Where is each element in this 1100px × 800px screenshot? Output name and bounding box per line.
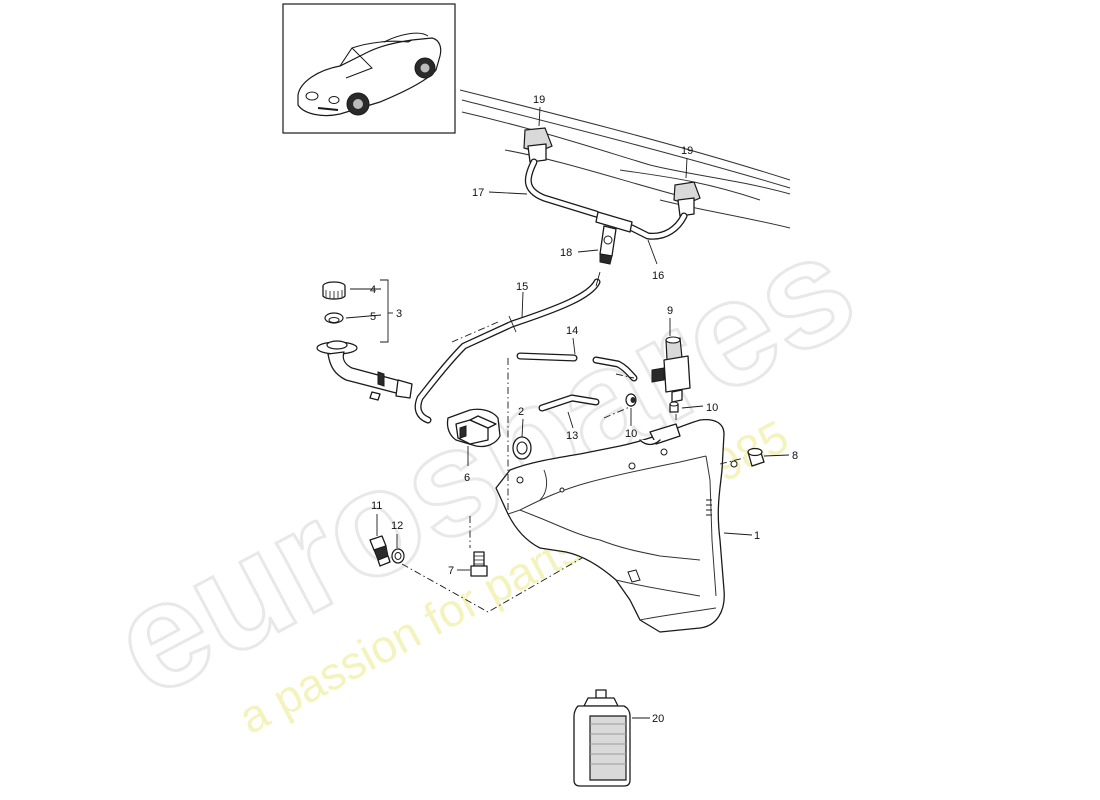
filler-cap-4 (322, 281, 346, 300)
callout-labels: 1 2 3 4 5 6 7 8 9 10 10 11 12 13 14 15 1… (370, 94, 798, 725)
callout-10-left: 10 (625, 428, 637, 440)
callout-16: 16 (652, 270, 664, 282)
hose-15 (414, 271, 601, 424)
bolt-7 (470, 551, 488, 577)
callout-18: 18 (560, 247, 572, 259)
callout-8: 8 (792, 450, 798, 462)
callout-4: 4 (370, 284, 376, 296)
callout-13: 13 (566, 430, 578, 442)
callout-6: 6 (464, 472, 470, 484)
washer-reservoir-1 (495, 418, 725, 633)
body-scuttle-outline (459, 89, 791, 229)
seal-10-right (669, 401, 679, 413)
grommet-2 (512, 436, 532, 460)
callout-11: 11 (371, 500, 382, 512)
callout-7: 7 (448, 565, 454, 577)
seal-10-left (625, 393, 637, 407)
seal-12 (391, 548, 405, 564)
callout-3: 3 (396, 308, 402, 320)
callout-14: 14 (566, 325, 578, 337)
washer-nozzle-left (523, 127, 553, 163)
bracket-6 (446, 408, 501, 448)
hose-16 (628, 212, 688, 240)
leader-lines (345, 106, 790, 719)
washer-nozzle-right (673, 181, 701, 217)
callout-19-left: 19 (533, 94, 545, 106)
callout-2: 2 (518, 406, 524, 418)
callout-5: 5 (370, 311, 376, 323)
vehicle-thumbnail (282, 3, 456, 134)
callout-1: 1 (754, 530, 760, 542)
t-piece-valve-18 (595, 211, 633, 265)
callout-15: 15 (516, 281, 528, 293)
level-sensor-11 (369, 535, 391, 567)
callout-10-right: 10 (706, 402, 718, 414)
washer-pump-9 (651, 336, 691, 403)
fluid-bottle-20 (573, 689, 631, 787)
filler-neck-3 (316, 340, 413, 401)
hose-13 (538, 394, 600, 412)
seal-5 (324, 312, 344, 324)
car-icon (297, 32, 442, 117)
callout-20: 20 (652, 713, 664, 725)
plug-8 (730, 447, 765, 468)
callout-17: 17 (472, 187, 484, 199)
callout-12: 12 (391, 520, 403, 532)
hose-17 (524, 158, 600, 218)
callout-9: 9 (667, 305, 673, 317)
hose-14 (516, 352, 638, 382)
watermark: eurospares a passion for parts since 198… (85, 199, 881, 744)
assembly-lines (401, 321, 745, 613)
callout-19-right: 19 (681, 145, 693, 157)
